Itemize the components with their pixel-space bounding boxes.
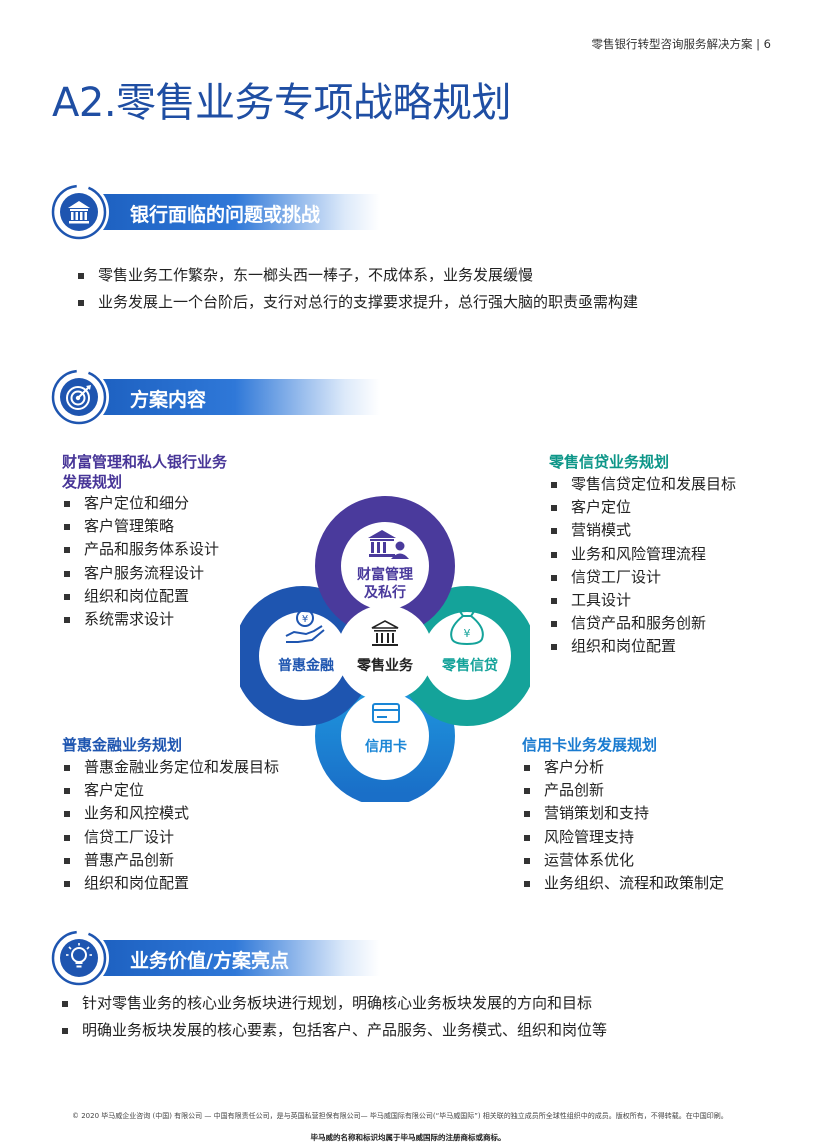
section-title: 银行面临的问题或挑战 <box>130 204 321 226</box>
wealth-list: 客户定位和细分 客户管理策略 产品和服务体系设计 客户服务流程设计 组织和岗位配… <box>60 492 219 631</box>
list-item: 风险管理支持 <box>520 826 724 849</box>
card-list: 客户分析 产品创新 营销策划和支持 风险管理支持 运营体系优化 业务组织、流程和… <box>520 756 724 895</box>
section-title: 方案内容 <box>130 389 207 411</box>
wealth-title-line1: 财富管理和私人银行业务 <box>62 453 228 471</box>
list-item: 零售业务工作繁杂，东一榔头西一棒子，不成体系，业务发展缓慢 <box>74 262 638 289</box>
list-item: 系统需求设计 <box>60 608 219 631</box>
copyright-note: © 2020 毕马威企业咨询 (中国) 有限公司 — 中国有限责任公司，是与英国… <box>72 1112 728 1120</box>
list-item: 零售信贷定位和发展目标 <box>547 473 736 496</box>
list-item: 客户分析 <box>520 756 724 779</box>
list-item: 产品和服务体系设计 <box>60 538 219 561</box>
lightbulb-icon <box>49 928 109 988</box>
list-item: 运营体系优化 <box>520 849 724 872</box>
running-header: 零售银行转型咨询服务解决方案 | 6 <box>591 37 771 51</box>
diagram-label-left: 普惠金融 <box>278 657 334 674</box>
list-item: 普惠产品创新 <box>60 849 279 872</box>
credit-list: 零售信贷定位和发展目标 客户定位 营销模式 业务和风险管理流程 信贷工厂设计 工… <box>547 473 736 659</box>
credit-title: 零售信贷业务规划 <box>549 453 670 471</box>
money-bag-icon <box>450 609 484 646</box>
section-bar <box>90 194 380 230</box>
diagram-label-center: 零售业务 <box>356 657 414 674</box>
list-item: 产品创新 <box>520 779 724 802</box>
section-value: 业务价值/方案亮点 <box>48 927 380 989</box>
list-item: 客户管理策略 <box>60 515 219 538</box>
svg-text:¥: ¥ <box>464 627 471 640</box>
target-icon <box>49 367 109 427</box>
diagram-label-top-2: 及私行 <box>364 584 406 601</box>
section-bar <box>90 379 380 415</box>
card-title: 信用卡业务发展规划 <box>522 736 658 754</box>
section-solution: 方案内容 <box>48 366 380 428</box>
list-item: 业务和风控模式 <box>60 802 279 825</box>
list-item: 组织和岗位配置 <box>547 635 736 658</box>
list-item: 组织和岗位配置 <box>60 585 219 608</box>
list-item: 客户定位 <box>60 779 279 802</box>
list-item: 客户服务流程设计 <box>60 562 219 585</box>
wealth-title-line2: 发展规划 <box>62 473 123 491</box>
bank-icon <box>49 182 109 242</box>
challenges-list: 零售业务工作繁杂，东一榔头西一棒子，不成体系，业务发展缓慢 业务发展上一个台阶后… <box>74 262 638 316</box>
diagram-label-top: 财富管理 <box>356 566 413 583</box>
svg-text:¥: ¥ <box>302 614 308 625</box>
wealth-bank-icon <box>368 530 409 559</box>
page-title: A2.零售业务专项战略规划 <box>52 80 512 126</box>
diagram-label-bottom: 信用卡 <box>365 738 407 755</box>
list-item: 工具设计 <box>547 589 736 612</box>
diagram-label-right: 零售信贷 <box>441 657 498 674</box>
list-item: 普惠金融业务定位和发展目标 <box>60 756 279 779</box>
inclusive-list: 普惠金融业务定位和发展目标 客户定位 业务和风控模式 信贷工厂设计 普惠产品创新… <box>60 756 279 895</box>
list-item: 营销模式 <box>547 519 736 542</box>
list-item: 客户定位 <box>547 496 736 519</box>
list-item: 针对零售业务的核心业务板块进行规划，明确核心业务板块发展的方向和目标 <box>58 990 607 1017</box>
credit-card-icon <box>372 703 400 723</box>
list-item: 信贷产品和服务创新 <box>547 612 736 635</box>
list-item: 业务发展上一个台阶后，支行对总行的支撑要求提升，总行强大脑的职责亟需构建 <box>74 289 638 316</box>
retail-bank-icon <box>371 620 399 646</box>
business-ring-diagram: ¥ ¥ 财富管理 及私行 普惠金融 零售信贷 零售业务 信用卡 <box>240 496 530 802</box>
list-item: 业务和风险管理流程 <box>547 543 736 566</box>
list-item: 业务组织、流程和政策制定 <box>520 872 724 895</box>
trademark-note: 毕马威的名称和标识均属于毕马威国际的注册商标或商标。 <box>310 1133 506 1142</box>
section-bar <box>90 940 380 976</box>
inclusive-title: 普惠金融业务规划 <box>62 736 183 754</box>
list-item: 信贷工厂设计 <box>547 566 736 589</box>
list-item: 客户定位和细分 <box>60 492 219 515</box>
section-challenges: 银行面临的问题或挑战 <box>48 181 380 243</box>
list-item: 组织和岗位配置 <box>60 872 279 895</box>
list-item: 明确业务板块发展的核心要素，包括客户、产品服务、业务模式、组织和岗位等 <box>58 1017 607 1044</box>
list-item: 营销策划和支持 <box>520 802 724 825</box>
list-item: 信贷工厂设计 <box>60 826 279 849</box>
section-title: 业务价值/方案亮点 <box>130 950 289 972</box>
value-list: 针对零售业务的核心业务板块进行规划，明确核心业务板块发展的方向和目标 明确业务板… <box>58 990 607 1044</box>
coin-hand-icon <box>285 609 325 643</box>
